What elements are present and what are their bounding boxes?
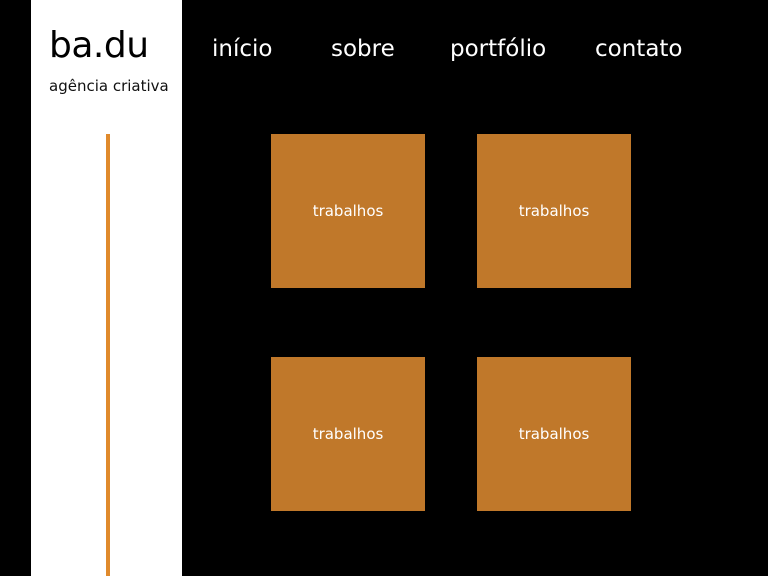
- portfolio-tile[interactable]: trabalhos: [271, 134, 425, 288]
- portfolio-tile-label: trabalhos: [312, 425, 384, 443]
- portfolio-tile[interactable]: trabalhos: [271, 357, 425, 511]
- nav-link-sobre[interactable]: sobre: [331, 36, 395, 62]
- sidebar-accent-line: [106, 134, 110, 576]
- nav-link-inicio[interactable]: início: [212, 36, 273, 62]
- portfolio-tile[interactable]: trabalhos: [477, 134, 631, 288]
- brand-tagline: agência criativa: [49, 77, 169, 95]
- portfolio-tile-label: trabalhos: [518, 202, 590, 220]
- nav-link-contato[interactable]: contato: [595, 36, 683, 62]
- portfolio-tile-label: trabalhos: [518, 425, 590, 443]
- brand-logo[interactable]: ba.du: [49, 25, 149, 66]
- portfolio-tile[interactable]: trabalhos: [477, 357, 631, 511]
- portfolio-tile-label: trabalhos: [312, 202, 384, 220]
- nav-link-portfolio[interactable]: portfólio: [450, 36, 547, 62]
